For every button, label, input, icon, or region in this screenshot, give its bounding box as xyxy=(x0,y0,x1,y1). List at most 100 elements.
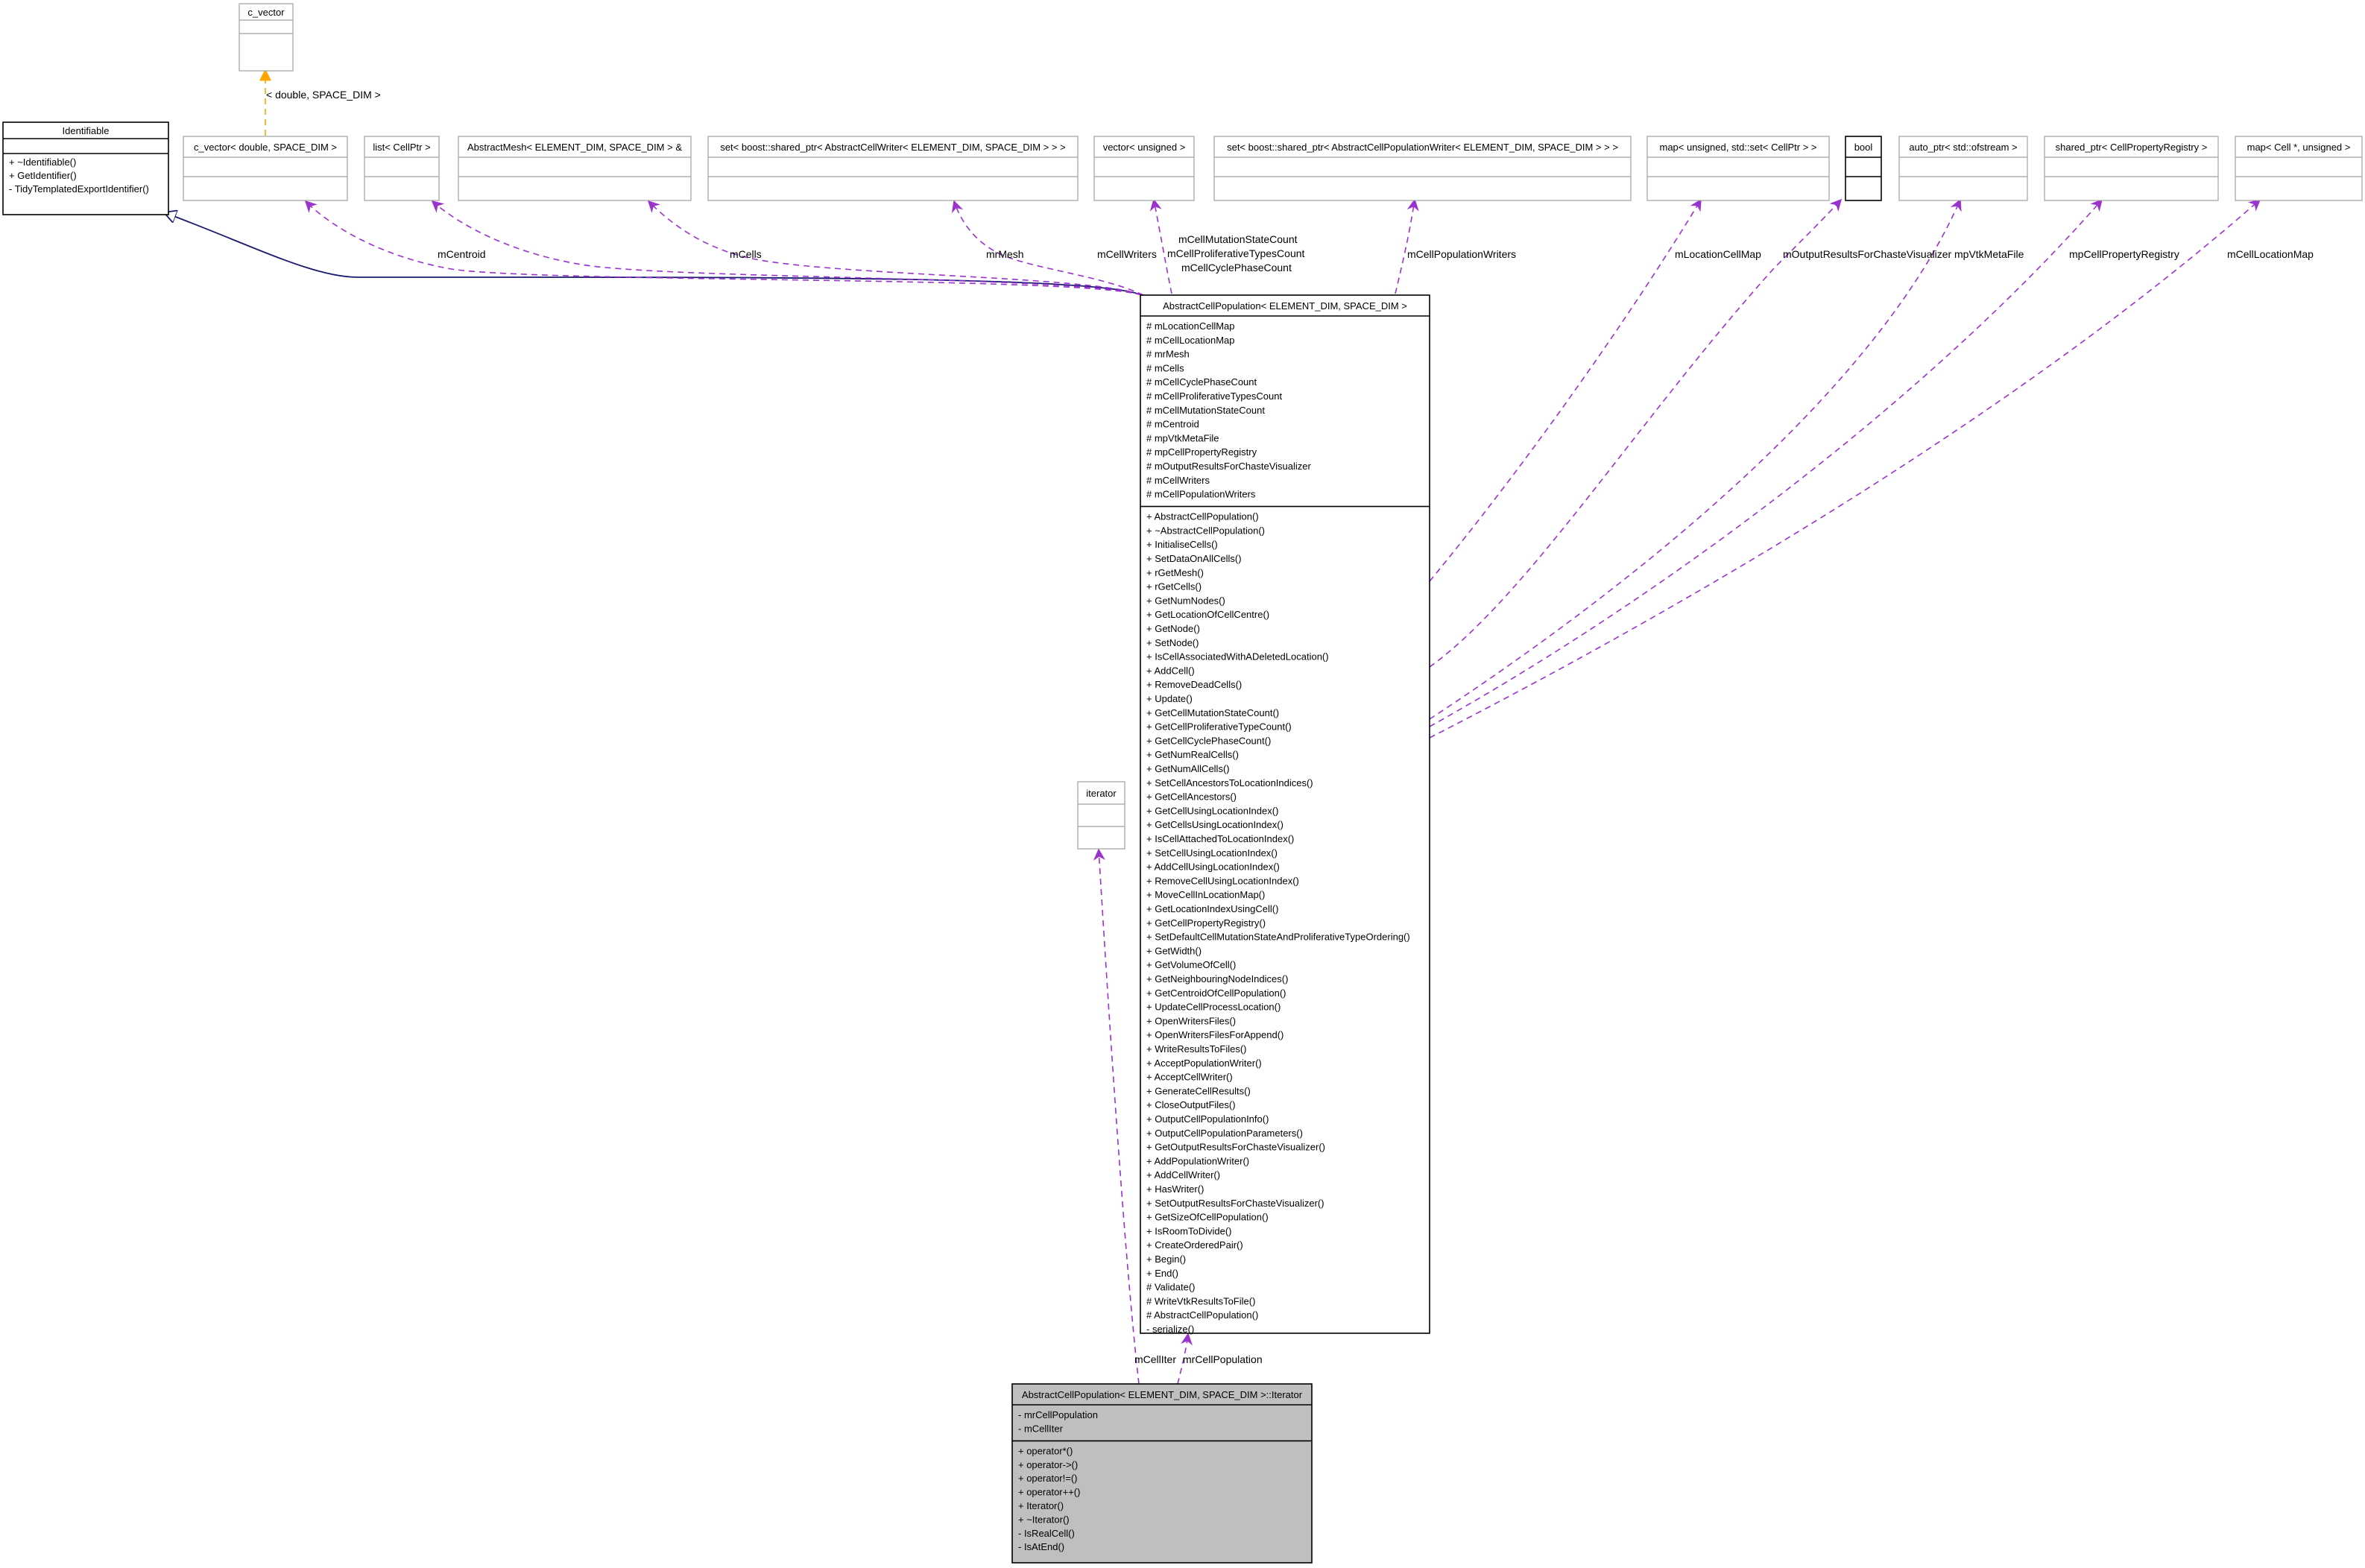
operation-item: + IsCellAttachedToLocationIndex() xyxy=(1146,833,1294,844)
class-box-abstract-cell-population[interactable]: AbstractCellPopulation< ELEMENT_DIM, SPA… xyxy=(1140,294,1430,1335)
class-box-frame xyxy=(1845,136,1882,201)
operation-item: + operator!=() xyxy=(1018,1473,1078,1484)
class-box-frame xyxy=(2,121,169,215)
class-box-population-iterator[interactable]: AbstractCellPopulation< ELEMENT_DIM, SPA… xyxy=(1011,1383,1313,1564)
class-title: iterator xyxy=(1086,788,1117,799)
operation-item: + GetCellUsingLocationIndex() xyxy=(1146,805,1278,816)
class-box-identifiable[interactable]: Identifiable+ ~Identifiable()+ GetIdenti… xyxy=(2,121,169,215)
class-box-set-cell-writer[interactable]: set< boost::shared_ptr< AbstractCellWrit… xyxy=(707,136,1079,201)
label-m-cell-location-map: mCellLocationMap xyxy=(2227,248,2314,260)
attribute-item: - mCellIter xyxy=(1018,1423,1064,1434)
attribute-item: # mCellLocationMap xyxy=(1146,335,1235,346)
class-box-auto-ptr[interactable]: auto_ptr< std::ofstream > xyxy=(1898,136,2028,201)
edge-mr-cell-population xyxy=(1177,1333,1193,1385)
edge-m-centroid xyxy=(304,200,1143,296)
class-title: auto_ptr< std::ofstream > xyxy=(1909,142,2017,153)
operation-item: + SetOutputResultsForChasteVisualizer() xyxy=(1146,1198,1324,1209)
label-mp-cell-property-registry: mpCellPropertyRegistry xyxy=(2069,248,2179,260)
operation-item: + InitialiseCells() xyxy=(1146,539,1218,550)
edge-m-cell-writers xyxy=(951,200,1144,296)
operation-item: + GetCellAncestors() xyxy=(1146,791,1237,803)
operation-item: + operator++() xyxy=(1018,1487,1080,1498)
class-box-frame xyxy=(1011,1383,1313,1564)
class-box-frame xyxy=(239,3,294,72)
operation-item: + GetCellPropertyRegistry() xyxy=(1146,917,1266,929)
class-box-frame xyxy=(1898,136,2028,201)
operation-item: + GetIdentifier() xyxy=(9,170,77,181)
class-box-c-vector-double[interactable]: c_vector< double, SPACE_DIM > xyxy=(183,136,348,201)
operation-item: + Begin() xyxy=(1146,1254,1186,1265)
class-title: set< boost::shared_ptr< AbstractCellPopu… xyxy=(1227,142,1618,153)
operation-item: + AddPopulationWriter() xyxy=(1146,1155,1249,1166)
operation-item: + UpdateCellProcessLocation() xyxy=(1146,1002,1281,1013)
label-m-cells: mCells xyxy=(730,248,762,260)
operation-item: + OutputCellPopulationInfo() xyxy=(1146,1113,1269,1125)
operation-item: + SetDataOnAllCells() xyxy=(1146,553,1242,564)
label-counts-1: mCellProliferativeTypesCount xyxy=(1167,247,1305,259)
class-box-frame xyxy=(1646,136,1830,201)
edge-m-cells xyxy=(431,200,1143,296)
operation-item: + CreateOrderedPair() xyxy=(1146,1239,1243,1251)
class-title: c_vector< double, SPACE_DIM > xyxy=(194,142,337,153)
class-box-shared-ptr[interactable]: shared_ptr< CellPropertyRegistry > xyxy=(2044,136,2219,201)
operation-item: + IsCellAssociatedWithADeletedLocation() xyxy=(1146,651,1329,663)
class-box-map-cell[interactable]: map< Cell *, unsigned > xyxy=(2235,136,2363,201)
attribute-item: # mOutputResultsForChasteVisualizer xyxy=(1146,461,1312,472)
class-box-iterator[interactable]: iterator xyxy=(1077,781,1125,850)
operation-item: + GenerateCellResults() xyxy=(1146,1085,1251,1096)
label-mp-vtk-meta-file: mpVtkMetaFile xyxy=(1954,248,2024,260)
attribute-item: - mrCellPopulation xyxy=(1018,1409,1098,1420)
class-box-bool[interactable]: bool xyxy=(1845,136,1882,201)
operation-item: + AcceptPopulationWriter() xyxy=(1146,1058,1262,1069)
attribute-item: # mpVtkMetaFile xyxy=(1146,432,1219,443)
operation-item: + RemoveDeadCells() xyxy=(1146,679,1242,690)
operation-item: + GetCellMutationStateCount() xyxy=(1146,707,1279,718)
operation-item: + SetDefaultCellMutationStateAndProlifer… xyxy=(1146,932,1410,943)
operation-item: + AcceptCellWriter() xyxy=(1146,1072,1233,1083)
class-box-map-unsigned[interactable]: map< unsigned, std::set< CellPtr > > xyxy=(1646,136,1830,201)
label-mr-mesh: mrMesh xyxy=(986,248,1024,260)
operation-item: # Validate() xyxy=(1146,1282,1196,1293)
class-box-abstract-mesh[interactable]: AbstractMesh< ELEMENT_DIM, SPACE_DIM > & xyxy=(458,136,692,201)
edge-mr-mesh xyxy=(647,200,1143,296)
operation-item: + Iterator() xyxy=(1018,1500,1064,1511)
class-box-frame xyxy=(1213,136,1632,201)
operation-item: + GetCentroidOfCellPopulation() xyxy=(1146,987,1286,999)
class-box-list-cellptr[interactable]: list< CellPtr > xyxy=(364,136,440,201)
class-box-c-vector[interactable]: c_vector xyxy=(239,3,294,72)
operation-item: + GetCellsUsingLocationIndex() xyxy=(1146,819,1283,830)
class-title: shared_ptr< CellPropertyRegistry > xyxy=(2056,142,2208,153)
operation-item: + GetNumNodes() xyxy=(1146,595,1225,606)
operation-item: + GetNeighbouringNodeIndices() xyxy=(1146,973,1288,984)
class-box-frame xyxy=(1140,294,1430,1334)
class-box-vector-unsigned[interactable]: vector< unsigned > xyxy=(1093,136,1195,201)
label-template-binding: < double, SPACE_DIM > xyxy=(266,89,381,101)
operation-item: + ~Identifiable() xyxy=(9,157,76,168)
operation-item: + GetCellProliferativeTypeCount() xyxy=(1146,721,1292,733)
attribute-item: # mCellPopulationWriters xyxy=(1146,489,1256,500)
class-box-frame xyxy=(1093,136,1195,201)
edge-mp-cell-property-registry xyxy=(1429,198,2103,727)
attribute-item: # mrMesh xyxy=(1146,349,1190,360)
class-box-frame xyxy=(2044,136,2219,201)
edge-m-output-results xyxy=(1429,198,1843,668)
class-box-set-pop-writer[interactable]: set< boost::shared_ptr< AbstractCellPopu… xyxy=(1213,136,1632,201)
attribute-item: # mCellWriters xyxy=(1146,475,1210,486)
operation-item: + GetOutputResultsForChasteVisualizer() xyxy=(1146,1142,1325,1153)
edge-counts xyxy=(1149,198,1172,294)
label-counts-0: mCellMutationStateCount xyxy=(1178,233,1298,245)
operation-item: - serialize() xyxy=(1146,1324,1194,1335)
label-m-output-results: mOutputResultsForChasteVisualizer xyxy=(1783,248,1952,260)
class-title: c_vector xyxy=(247,7,285,18)
operation-item: - TidyTemplatedExportIdentifier() xyxy=(9,183,149,195)
class-title: vector< unsigned > xyxy=(1103,142,1186,153)
label-m-location-cell-map: mLocationCellMap xyxy=(1675,248,1761,260)
edge-inheritance xyxy=(164,212,1143,296)
label-m-cell-population-writers: mCellPopulationWriters xyxy=(1407,248,1516,260)
operation-item: + CloseOutputFiles() xyxy=(1146,1099,1236,1110)
operation-item: + OutputCellPopulationParameters() xyxy=(1146,1128,1303,1139)
operation-item: + OpenWritersFiles() xyxy=(1146,1015,1236,1026)
class-box-frame xyxy=(707,136,1079,201)
